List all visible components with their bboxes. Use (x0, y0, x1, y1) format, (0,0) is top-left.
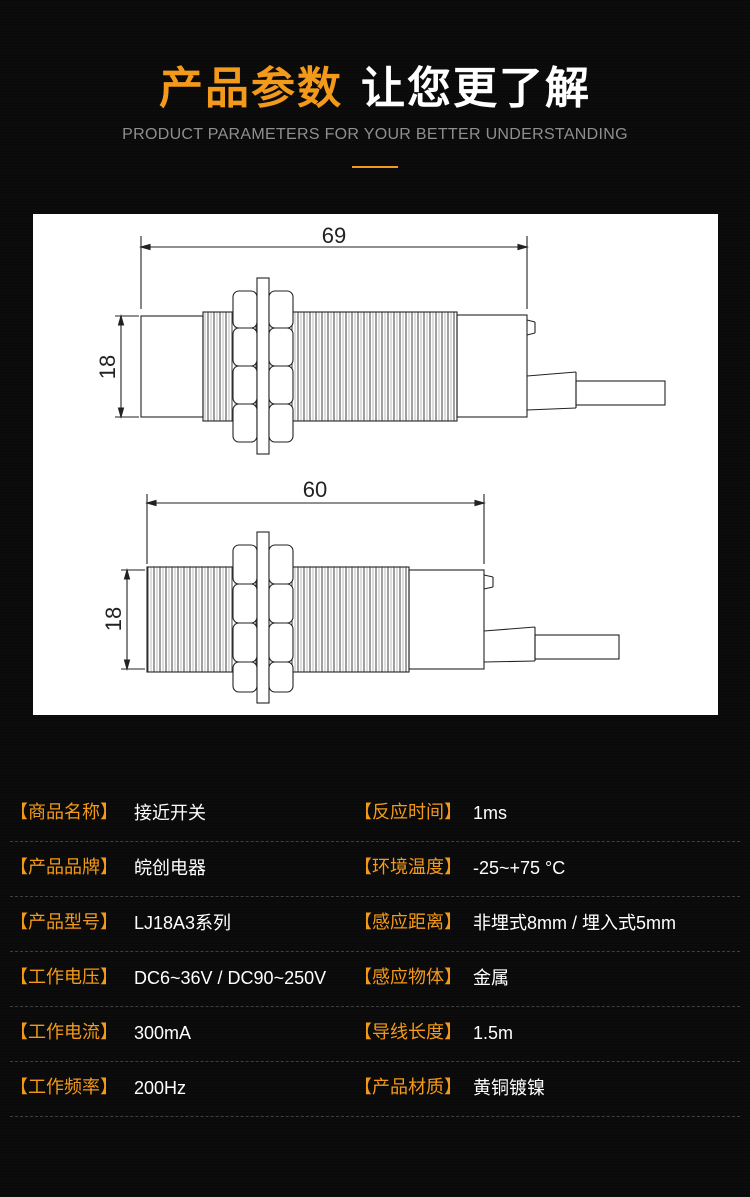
param-label: 【感应物体】 (354, 967, 462, 988)
title-highlight: 产品参数 (159, 63, 343, 114)
title-underline (352, 166, 398, 168)
param-label: 【感应距离】 (354, 912, 462, 933)
sensor-diagram: 69 18 60 18 (95, 223, 666, 704)
param-label: 【产品材质】 (354, 1077, 462, 1098)
param-value: 1ms (473, 803, 508, 823)
param-value: 皖创电器 (134, 858, 206, 878)
bottom-sensor (121, 494, 620, 704)
param-label: 【工作电流】 (10, 1022, 118, 1043)
param-value: 1.5m (473, 1023, 514, 1043)
top-length-label: 69 (322, 223, 346, 248)
param-value: 300mA (134, 1023, 192, 1043)
dimension-drawing: 69 18 60 18 (33, 214, 718, 715)
param-row: 【工作电流】 300mA 【导线长度】 1.5m (10, 1006, 740, 1062)
param-value: 200Hz (134, 1078, 187, 1098)
param-label: 【产品品牌】 (10, 857, 118, 878)
top-sensor (115, 236, 666, 455)
page-subtitle: PRODUCT PARAMETERS FOR YOUR BETTER UNDER… (122, 126, 628, 143)
param-label: 【反应时间】 (354, 802, 462, 823)
param-value: 金属 (473, 968, 509, 988)
param-label: 【产品型号】 (10, 912, 118, 933)
param-row: 【产品型号】 LJ18A3系列 【感应距离】 非埋式8mm / 埋入式5mm (10, 896, 740, 952)
param-label: 【导线长度】 (354, 1022, 462, 1043)
param-value: DC6~36V / DC90~250V (134, 968, 327, 988)
param-label: 【环境温度】 (354, 857, 462, 878)
param-label: 【商品名称】 (10, 802, 118, 823)
param-row: 【产品品牌】 皖创电器 【环境温度】 -25~+75 °C (10, 841, 740, 897)
title-rest: 让您更了解 (361, 63, 591, 114)
param-value: LJ18A3系列 (134, 913, 232, 933)
page-title: 产品参数让您更了解 (0, 52, 750, 116)
param-value: -25~+75 °C (473, 858, 566, 878)
param-row: 【工作电压】 DC6~36V / DC90~250V 【感应物体】 金属 (10, 951, 740, 1007)
top-diameter-label: 18 (95, 355, 120, 379)
param-value: 黄铜镀镍 (473, 1078, 545, 1098)
param-label: 【工作电压】 (10, 967, 118, 988)
param-row: 【商品名称】 接近开关 【反应时间】 1ms (10, 786, 740, 842)
bottom-length-label: 60 (303, 477, 327, 502)
param-row: 【工作频率】 200Hz 【产品材质】 黄铜镀镍 (10, 1061, 740, 1117)
param-value: 接近开关 (134, 803, 206, 823)
bottom-diameter-label: 18 (101, 607, 126, 631)
param-label: 【工作频率】 (10, 1077, 118, 1098)
param-value: 非埋式8mm / 埋入式5mm (473, 913, 677, 933)
